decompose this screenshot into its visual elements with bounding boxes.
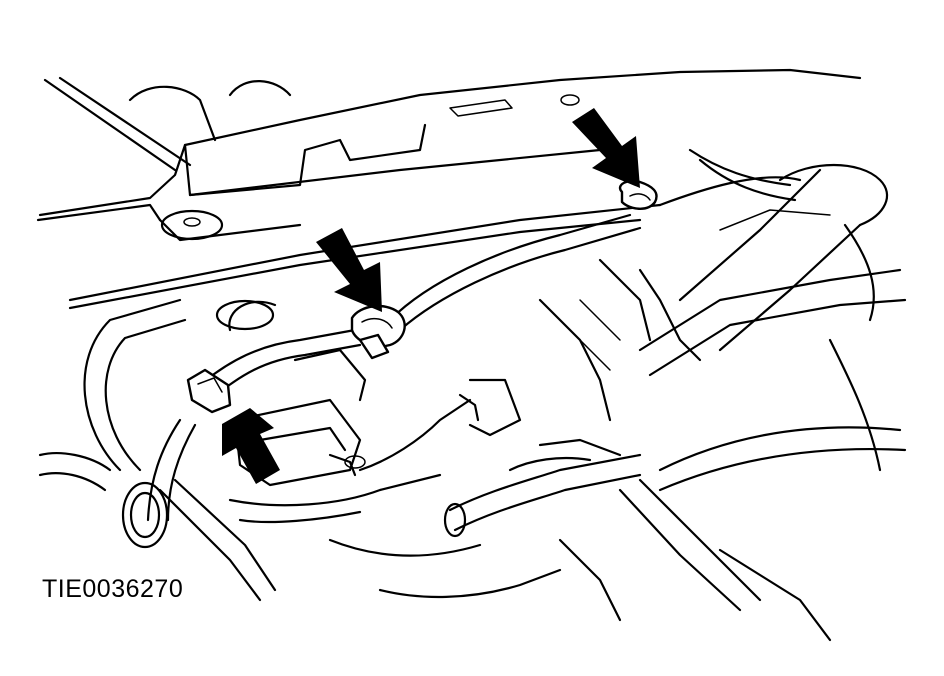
hose-clip-top-right — [618, 179, 658, 210]
purge-valve-assembly — [215, 299, 522, 524]
arrow-top-right — [572, 108, 640, 188]
lower-fuel-rail — [328, 438, 832, 642]
left-coolant-pipe — [38, 298, 277, 602]
hose-clip-middle — [350, 304, 406, 360]
hose-clip-lower-left — [186, 368, 232, 414]
arrow-lower-left — [222, 408, 280, 484]
upper-engine-cover — [36, 68, 862, 310]
arrow-middle — [316, 228, 382, 312]
right-side-pipes — [538, 148, 907, 612]
figure-id-label: TIE0036270 — [42, 575, 184, 603]
